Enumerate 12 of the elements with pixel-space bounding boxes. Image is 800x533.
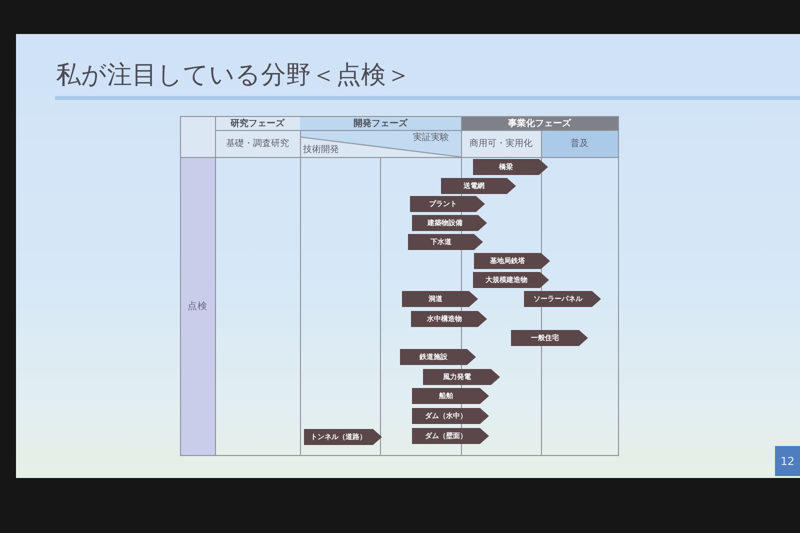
header-cell xyxy=(300,130,461,157)
header-text: 実証実験 xyxy=(413,133,449,144)
header-text: 技術開発 xyxy=(303,145,339,156)
header-cell: 開発フェーズ xyxy=(300,116,461,130)
header-cell: 事業化フェーズ xyxy=(461,116,618,130)
row-header: 点検 xyxy=(180,157,215,455)
page-number: 12 xyxy=(775,446,800,476)
header-cell: 普及 xyxy=(541,130,618,157)
header-cell: 商用可・実用化 xyxy=(461,130,541,157)
header-cell: 研究フェーズ xyxy=(215,116,300,130)
header-cell: 基礎・調査研究 xyxy=(215,130,300,157)
slide-title: 私が注目している分野＜点検＞ xyxy=(56,59,411,91)
